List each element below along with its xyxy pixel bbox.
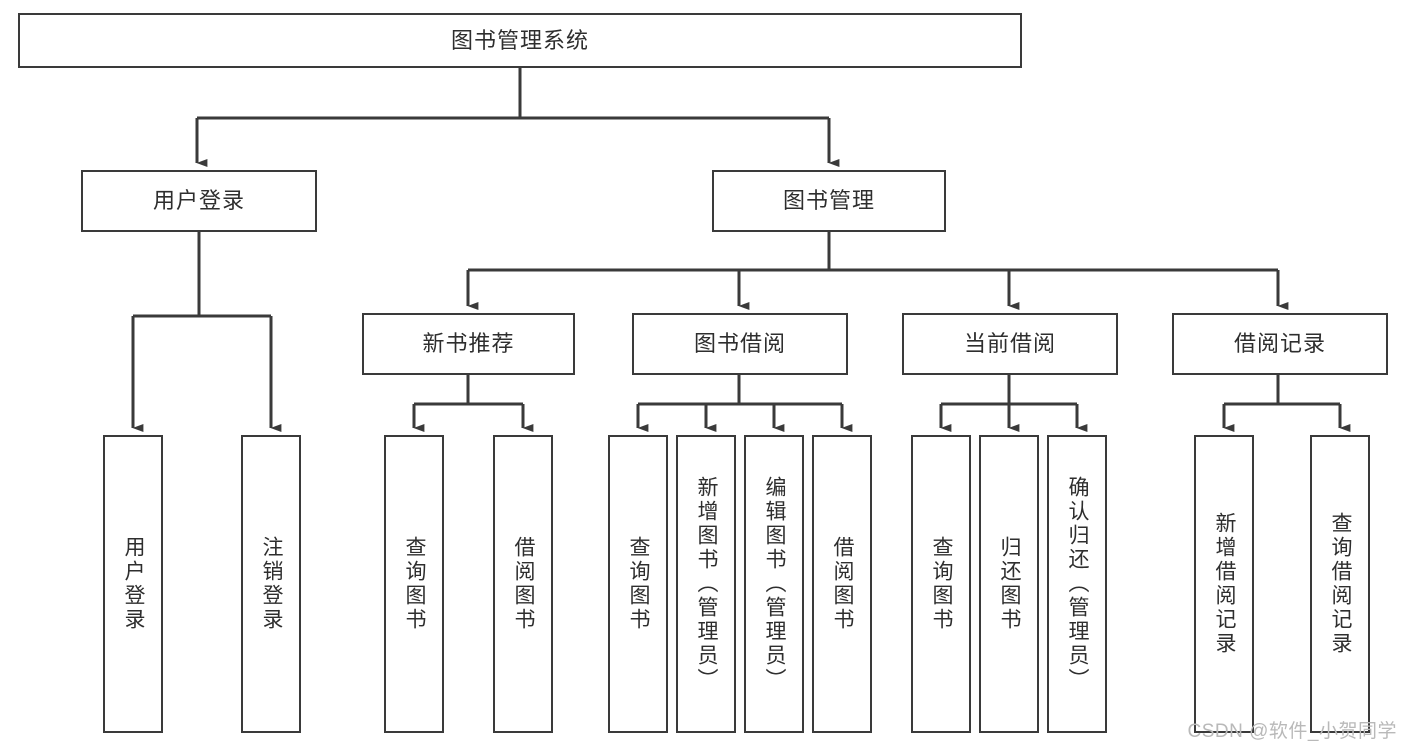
leaf-book-borrow-borrow-book[interactable]: 借阅图书 (812, 435, 872, 733)
leaf-current-borrow-return-book[interactable]: 归还图书 (979, 435, 1039, 733)
leaf-label: 用户登录 (122, 536, 146, 632)
leaf-label: 编辑图书（管理员） (763, 476, 787, 692)
leaf-label: 查询图书 (627, 536, 651, 632)
node-root-book-management-system[interactable]: 图书管理系统 (18, 13, 1022, 68)
leaf-label: 查询图书 (930, 536, 954, 632)
leaf-label: 新增图书（管理员） (695, 476, 719, 692)
leaf-new-book-borrow-book[interactable]: 借阅图书 (493, 435, 553, 733)
leaf-label: 注销登录 (260, 536, 284, 632)
leaf-new-book-query-book[interactable]: 查询图书 (384, 435, 444, 733)
node-label: 图书管理 (782, 188, 875, 214)
node-label: 图书管理系统 (450, 27, 589, 53)
node-label: 图书借阅 (693, 331, 786, 357)
node-label: 用户登录 (152, 188, 245, 214)
leaf-book-borrow-edit-book-admin[interactable]: 编辑图书（管理员） (744, 435, 804, 733)
leaf-current-borrow-confirm-return-admin[interactable]: 确认归还（管理员） (1047, 435, 1107, 733)
leaf-label: 借阅图书 (831, 536, 855, 632)
node-label: 借阅记录 (1233, 331, 1326, 357)
node-current-borrow[interactable]: 当前借阅 (902, 313, 1118, 375)
node-book-borrow[interactable]: 图书借阅 (632, 313, 848, 375)
node-book-management[interactable]: 图书管理 (712, 170, 946, 232)
leaf-book-borrow-add-book-admin[interactable]: 新增图书（管理员） (676, 435, 736, 733)
leaf-label: 查询借阅记录 (1329, 512, 1353, 656)
node-new-book-recommend[interactable]: 新书推荐 (362, 313, 575, 375)
leaf-book-borrow-query-book[interactable]: 查询图书 (608, 435, 668, 733)
leaf-borrow-record-add-record[interactable]: 新增借阅记录 (1194, 435, 1254, 733)
leaf-user-login-login[interactable]: 用户登录 (103, 435, 163, 733)
leaf-user-login-logout[interactable]: 注销登录 (241, 435, 301, 733)
leaf-label: 新增借阅记录 (1213, 512, 1237, 656)
node-borrow-record[interactable]: 借阅记录 (1172, 313, 1388, 375)
leaf-label: 确认归还（管理员） (1066, 476, 1090, 692)
node-label: 当前借阅 (963, 331, 1056, 357)
leaf-label: 归还图书 (998, 536, 1022, 632)
node-label: 新书推荐 (422, 331, 515, 357)
leaf-label: 查询图书 (403, 536, 427, 632)
leaf-borrow-record-query-record[interactable]: 查询借阅记录 (1310, 435, 1370, 733)
leaf-current-borrow-query-book[interactable]: 查询图书 (911, 435, 971, 733)
node-user-login[interactable]: 用户登录 (81, 170, 317, 232)
leaf-label: 借阅图书 (512, 536, 536, 632)
